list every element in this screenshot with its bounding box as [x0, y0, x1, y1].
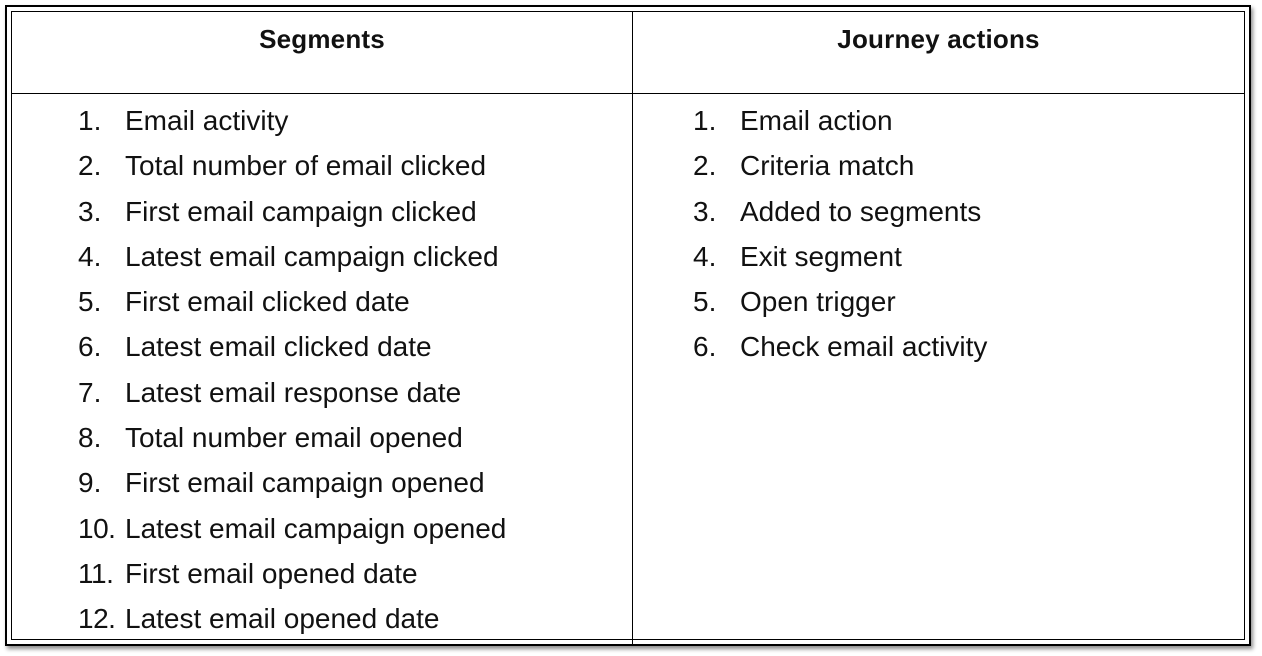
- list-text: Email activity: [125, 105, 289, 136]
- segments-cell: 1. Email activity 2. Total number of email…: [12, 94, 633, 645]
- list-item: 1. Email activity: [12, 101, 632, 146]
- list-item: 5. Open trigger: [633, 282, 1244, 327]
- list-text: Added to segments: [740, 195, 982, 227]
- list-item: 9. First email campaign opened: [12, 463, 632, 508]
- list-item: 2. Total number of email clicked: [12, 146, 632, 191]
- list-item: 10. Latest email campaign opened: [12, 509, 632, 554]
- list-text: First email clicked date: [125, 286, 410, 318]
- list-number: 2.: [693, 150, 717, 182]
- list-number: 11.: [78, 557, 114, 589]
- list-number: 3.: [693, 195, 717, 227]
- comparison-table: Segments Journey actions 1. Email activit…: [11, 11, 1245, 645]
- list-number: 5.: [78, 286, 102, 318]
- list-text: Check email activity: [740, 331, 988, 363]
- list-item: 8. Total number email opened: [12, 418, 632, 463]
- list-number: 7.: [78, 376, 102, 408]
- list-item: 5. First email clicked date: [12, 282, 632, 327]
- journey-actions-cell: 1. Email action 2. Criteria match 3. Added …: [633, 94, 1244, 645]
- list-text: Email action: [740, 105, 893, 136]
- list-text: First email opened date: [125, 557, 418, 589]
- list-item: 11. First email opened date: [12, 554, 632, 599]
- list-text: Total number of email clicked: [125, 150, 487, 182]
- list-item: 12. Latest email opened date: [12, 599, 632, 644]
- list-item: 3. Added to segments: [633, 192, 1244, 237]
- list-text: Latest email campaign opened: [125, 512, 507, 544]
- list-text: First email campaign clicked: [125, 195, 477, 227]
- list-number: 12.: [78, 603, 116, 635]
- list-item: 3. First email campaign clicked: [12, 192, 632, 237]
- segments-header: Segments: [12, 12, 633, 94]
- list-item: 4. Exit segment: [633, 237, 1244, 282]
- list-text: Total number email opened: [125, 422, 463, 454]
- list-number: 1.: [693, 105, 717, 136]
- list-number: 1.: [78, 105, 102, 136]
- list-text: Latest email clicked date: [125, 331, 432, 363]
- journey-actions-header: Journey actions: [633, 12, 1244, 94]
- list-item: 6. Latest email clicked date: [12, 327, 632, 372]
- list-text: Criteria match: [740, 150, 915, 182]
- list-text: Open trigger: [740, 286, 896, 318]
- segments-list: 1. Email activity 2. Total number of email…: [12, 94, 632, 645]
- document-frame: [5, 5, 1251, 646]
- list-number: 4.: [693, 240, 717, 272]
- list-text: Latest email opened date: [125, 603, 440, 635]
- list-number: 6.: [693, 331, 717, 363]
- list-number: 4.: [78, 240, 102, 272]
- list-text: Exit segment: [740, 240, 902, 272]
- list-number: 2.: [78, 150, 102, 182]
- list-text: Latest email response date: [125, 376, 462, 408]
- list-item: 2. Criteria match: [633, 146, 1244, 191]
- list-number: 9.: [78, 467, 102, 499]
- list-number: 8.: [78, 422, 102, 454]
- list-text: Latest email campaign clicked: [125, 240, 499, 272]
- list-item: 7. Latest email response date: [12, 373, 632, 418]
- list-text: First email campaign opened: [125, 467, 485, 499]
- list-item: 1. Email action: [633, 101, 1244, 146]
- journey-actions-list: 1. Email action 2. Criteria match 3. Added …: [633, 94, 1244, 373]
- list-number: 5.: [693, 286, 717, 318]
- list-item: 4. Latest email campaign clicked: [12, 237, 632, 282]
- list-number: 6.: [78, 331, 102, 363]
- list-item: 6. Check email activity: [633, 327, 1244, 372]
- list-number: 3.: [78, 195, 102, 227]
- list-number: 10.: [78, 512, 116, 544]
